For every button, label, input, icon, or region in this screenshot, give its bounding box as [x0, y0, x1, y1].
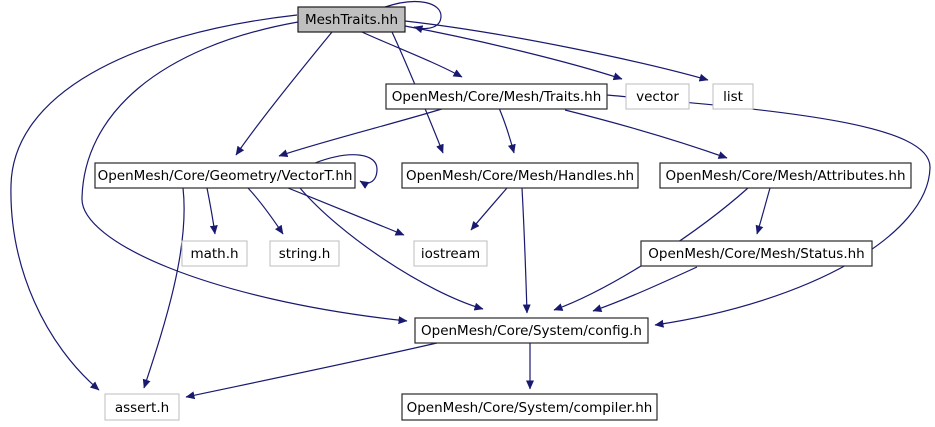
node-meshtraits-label: MeshTraits.hh [305, 12, 398, 28]
node-meshtraits-hh: MeshTraits.hh [297, 6, 406, 33]
node-string-h: string.h [269, 240, 340, 267]
node-config-h[interactable]: OpenMesh/Core/System/config.h [414, 317, 649, 344]
edge-vectort-to-assert [142, 187, 185, 389]
node-status-hh[interactable]: OpenMesh/Core/Mesh/Status.hh [640, 240, 873, 267]
edge-traits-to-attributes [564, 109, 728, 159]
node-assert-label: assert.h [115, 400, 169, 416]
node-vectort-label: OpenMesh/Core/Geometry/VectorT.hh [98, 168, 353, 184]
node-handles-hh[interactable]: OpenMesh/Core/Mesh/Handles.hh [401, 162, 639, 189]
node-iostream-label: iostream [421, 246, 480, 262]
node-traits-hh[interactable]: OpenMesh/Core/Mesh/Traits.hh [385, 83, 608, 110]
node-attributes-hh[interactable]: OpenMesh/Core/Mesh/Attributes.hh [659, 162, 912, 189]
edge-handles-to-iostream [470, 187, 508, 231]
node-compiler-hh[interactable]: OpenMesh/Core/System/compiler.hh [401, 393, 658, 421]
edge-meshtraits-to-assert [10, 14, 298, 391]
edge-attributes-to-status [755, 187, 771, 235]
edge-meshtraits-self-loop [384, 0, 442, 34]
node-list-label: list [723, 89, 743, 105]
node-compiler-label: OpenMesh/Core/System/compiler.hh [407, 400, 653, 416]
edge-traits-to-handles [498, 107, 516, 154]
node-status-label: OpenMesh/Core/Mesh/Status.hh [648, 246, 864, 262]
node-list: list [712, 83, 754, 110]
edge-meshtraits-to-vectort [235, 31, 333, 156]
edge-config-to-assert [185, 342, 438, 400]
node-assert-h: assert.h [104, 393, 180, 421]
edge-vectort-to-iostream [287, 187, 405, 236]
edge-vectort-to-string [247, 187, 284, 235]
node-vectort-hh[interactable]: OpenMesh/Core/Geometry/VectorT.hh [94, 162, 356, 189]
edge-traits-to-config [606, 94, 931, 328]
edge-meshtraits-to-vector [404, 25, 623, 81]
edge-vectort-self-loop [314, 154, 378, 189]
edge-traits-to-vectort [278, 107, 446, 158]
node-vector-label: vector [636, 89, 679, 105]
nodes: MeshTraits.hh OpenMesh/Core/Mesh/Traits.… [94, 6, 912, 421]
node-vector: vector [625, 83, 690, 110]
edge-status-to-config [592, 266, 698, 312]
edge-meshtraits-to-list [404, 20, 709, 82]
node-traits-label: OpenMesh/Core/Mesh/Traits.hh [392, 89, 602, 105]
node-string-label: string.h [279, 246, 331, 262]
edge-vectort-to-config [299, 187, 484, 311]
node-iostream: iostream [413, 240, 488, 267]
node-math-h: math.h [181, 240, 248, 267]
node-attributes-label: OpenMesh/Core/Mesh/Attributes.hh [665, 168, 905, 184]
edge-handles-to-config [521, 187, 531, 314]
edge-meshtraits-to-traits [361, 31, 463, 78]
node-math-label: math.h [190, 246, 238, 262]
node-handles-label: OpenMesh/Core/Mesh/Handles.hh [406, 168, 634, 184]
edge-vectort-to-math [206, 187, 218, 235]
edge-meshtraits-to-config [81, 21, 408, 325]
node-config-label: OpenMesh/Core/System/config.h [421, 323, 642, 339]
